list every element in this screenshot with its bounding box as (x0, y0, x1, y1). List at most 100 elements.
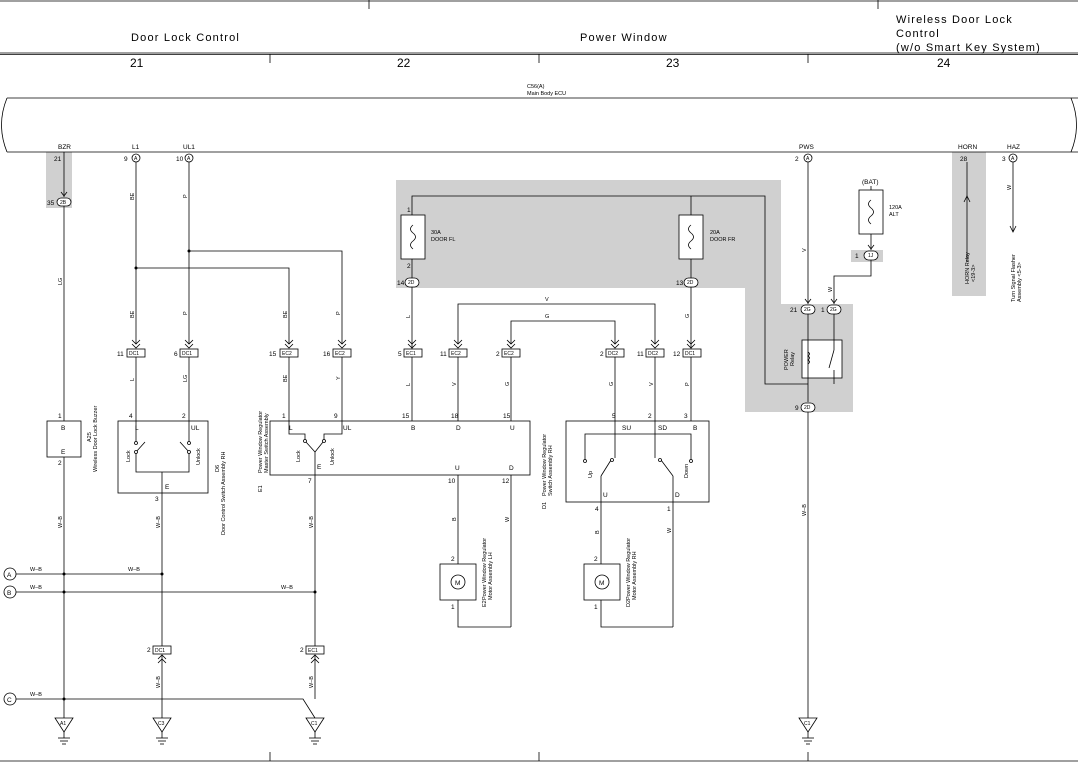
svg-text:W–B: W–B (309, 516, 315, 528)
connector-ec2-16: EC2 (335, 351, 345, 357)
connector-ec2-15: EC2 (282, 351, 292, 357)
svg-text:D6: D6 (215, 465, 221, 472)
connector-ec2-11: EC2 (451, 351, 461, 357)
svg-text:V: V (802, 248, 808, 252)
ground-c3: C3 (152, 717, 172, 745)
svg-text:Wireless Door Lock Buzzer: Wireless Door Lock Buzzer (93, 406, 99, 472)
svg-text:4: 4 (129, 413, 133, 420)
ecu-code: C56(A) (527, 84, 545, 90)
connector-2g-21: 2G (804, 307, 811, 313)
svg-text:Up: Up (588, 471, 594, 478)
svg-text:Turn Signal Flasher: Turn Signal Flasher (1011, 254, 1017, 302)
connector-2g-1: 2G (830, 307, 837, 313)
svg-text:B: B (693, 425, 697, 432)
svg-text:9: 9 (124, 156, 128, 163)
svg-text:HORN Relay: HORN Relay (965, 252, 971, 284)
svg-text:30A: 30A (431, 230, 441, 236)
svg-text:Unlock: Unlock (196, 448, 202, 465)
svg-text:E1: E1 (258, 485, 264, 492)
motor-symbol-d2: M (599, 580, 604, 587)
svg-text:V: V (545, 297, 549, 303)
svg-text:Power Window Regulator: Power Window Regulator (258, 411, 264, 473)
svg-text:6: 6 (174, 351, 178, 358)
svg-text:L: L (406, 315, 412, 318)
svg-text:7: 7 (308, 478, 312, 485)
shade-horn (952, 152, 986, 296)
svg-text:120A: 120A (889, 205, 902, 211)
svg-text:U: U (455, 465, 460, 472)
svg-text:L: L (135, 425, 139, 432)
fuse-door-fr (678, 214, 704, 260)
svg-text:LG: LG (58, 278, 64, 285)
svg-text:2: 2 (147, 647, 151, 654)
svg-text:11: 11 (637, 351, 644, 358)
svg-text:C: C (7, 697, 12, 704)
svg-text:Lock: Lock (126, 450, 132, 462)
svg-text:L: L (130, 378, 136, 381)
svg-text:UL: UL (343, 425, 352, 432)
svg-text:BE: BE (283, 310, 289, 318)
svg-text:10: 10 (176, 156, 184, 163)
svg-text:1: 1 (855, 253, 859, 260)
ecu-terminal-haz: HAZ (1007, 144, 1020, 151)
door-lock-wiring: 9 A 10 A BE P BE P BE P 11 DC1 6 DC1 15 (117, 153, 352, 421)
svg-text:G: G (609, 382, 615, 386)
connector-a-haz: A (1011, 156, 1015, 162)
svg-text:12: 12 (502, 478, 510, 485)
svg-text:12: 12 (673, 351, 681, 358)
connector-a-l1: A (134, 156, 138, 162)
window-cross-wiring: V G 11 EC2 2 EC2 2 DC2 11 DC2 V G G V (440, 297, 665, 421)
svg-text:2: 2 (182, 413, 186, 420)
svg-text:<19-3>: <19-3> (971, 265, 977, 282)
svg-text:Power Window Regulator: Power Window Regulator (626, 538, 632, 600)
svg-text:A25: A25 (87, 432, 93, 442)
svg-text:E: E (317, 464, 322, 471)
svg-text:W: W (828, 286, 834, 292)
svg-text:L: L (406, 383, 412, 386)
section-title-wireless-2: Control (896, 28, 940, 40)
connector-dc2-11: DC2 (648, 351, 658, 357)
svg-text:35: 35 (47, 200, 55, 207)
section-title-door-lock: Door Lock Control (131, 32, 240, 44)
svg-text:SD: SD (658, 425, 667, 432)
svg-text:W–B: W–B (156, 676, 162, 688)
ground-c1-left: C1 (305, 717, 325, 745)
motor-symbol-e2: M (455, 580, 460, 587)
svg-text:D: D (456, 425, 461, 432)
svg-text:15: 15 (402, 413, 410, 420)
svg-text:Y: Y (336, 376, 342, 380)
svg-text:P: P (183, 194, 189, 198)
svg-text:G: G (545, 314, 549, 320)
svg-text:A: A (7, 572, 12, 579)
svg-text:B: B (411, 425, 415, 432)
svg-text:2: 2 (58, 460, 62, 467)
svg-text:W–B: W–B (30, 567, 42, 573)
connector-2d-14: 2D (408, 280, 415, 286)
svg-text:POWER: POWER (784, 349, 790, 370)
ecu-terminal-pws: PWS (799, 144, 814, 151)
svg-text:ALT: ALT (889, 212, 899, 218)
svg-text:9: 9 (795, 405, 799, 412)
svg-text:V: V (649, 382, 655, 386)
svg-text:V: V (452, 382, 458, 386)
svg-text:BE: BE (283, 374, 289, 382)
svg-text:D: D (675, 492, 680, 499)
power-supply: 1 30A DOOR FL 2 14 2D L 20A DOOR FR 13 2… (397, 179, 902, 421)
svg-text:W–B: W–B (281, 585, 293, 591)
svg-text:5: 5 (398, 351, 402, 358)
svg-text:BE: BE (130, 192, 136, 200)
svg-text:W–B: W–B (309, 676, 315, 688)
svg-text:2: 2 (407, 263, 411, 270)
svg-text:W–B: W–B (802, 504, 808, 516)
svg-text:UL: UL (191, 425, 200, 432)
ecu-name: Main Body ECU (527, 91, 566, 97)
svg-text:W: W (505, 516, 511, 522)
svg-text:11: 11 (440, 351, 447, 358)
window-switch-d1: 5 2 3 SU SD B Up Down U D 4 1 D1 Power W… (542, 413, 710, 513)
connector-2d-9: 2D (804, 405, 811, 411)
svg-text:Relay: Relay (790, 352, 796, 366)
svg-text:1: 1 (667, 506, 671, 513)
ecu-terminal-bzr: BZR (58, 144, 71, 151)
connector-a-ul1: A (187, 156, 191, 162)
